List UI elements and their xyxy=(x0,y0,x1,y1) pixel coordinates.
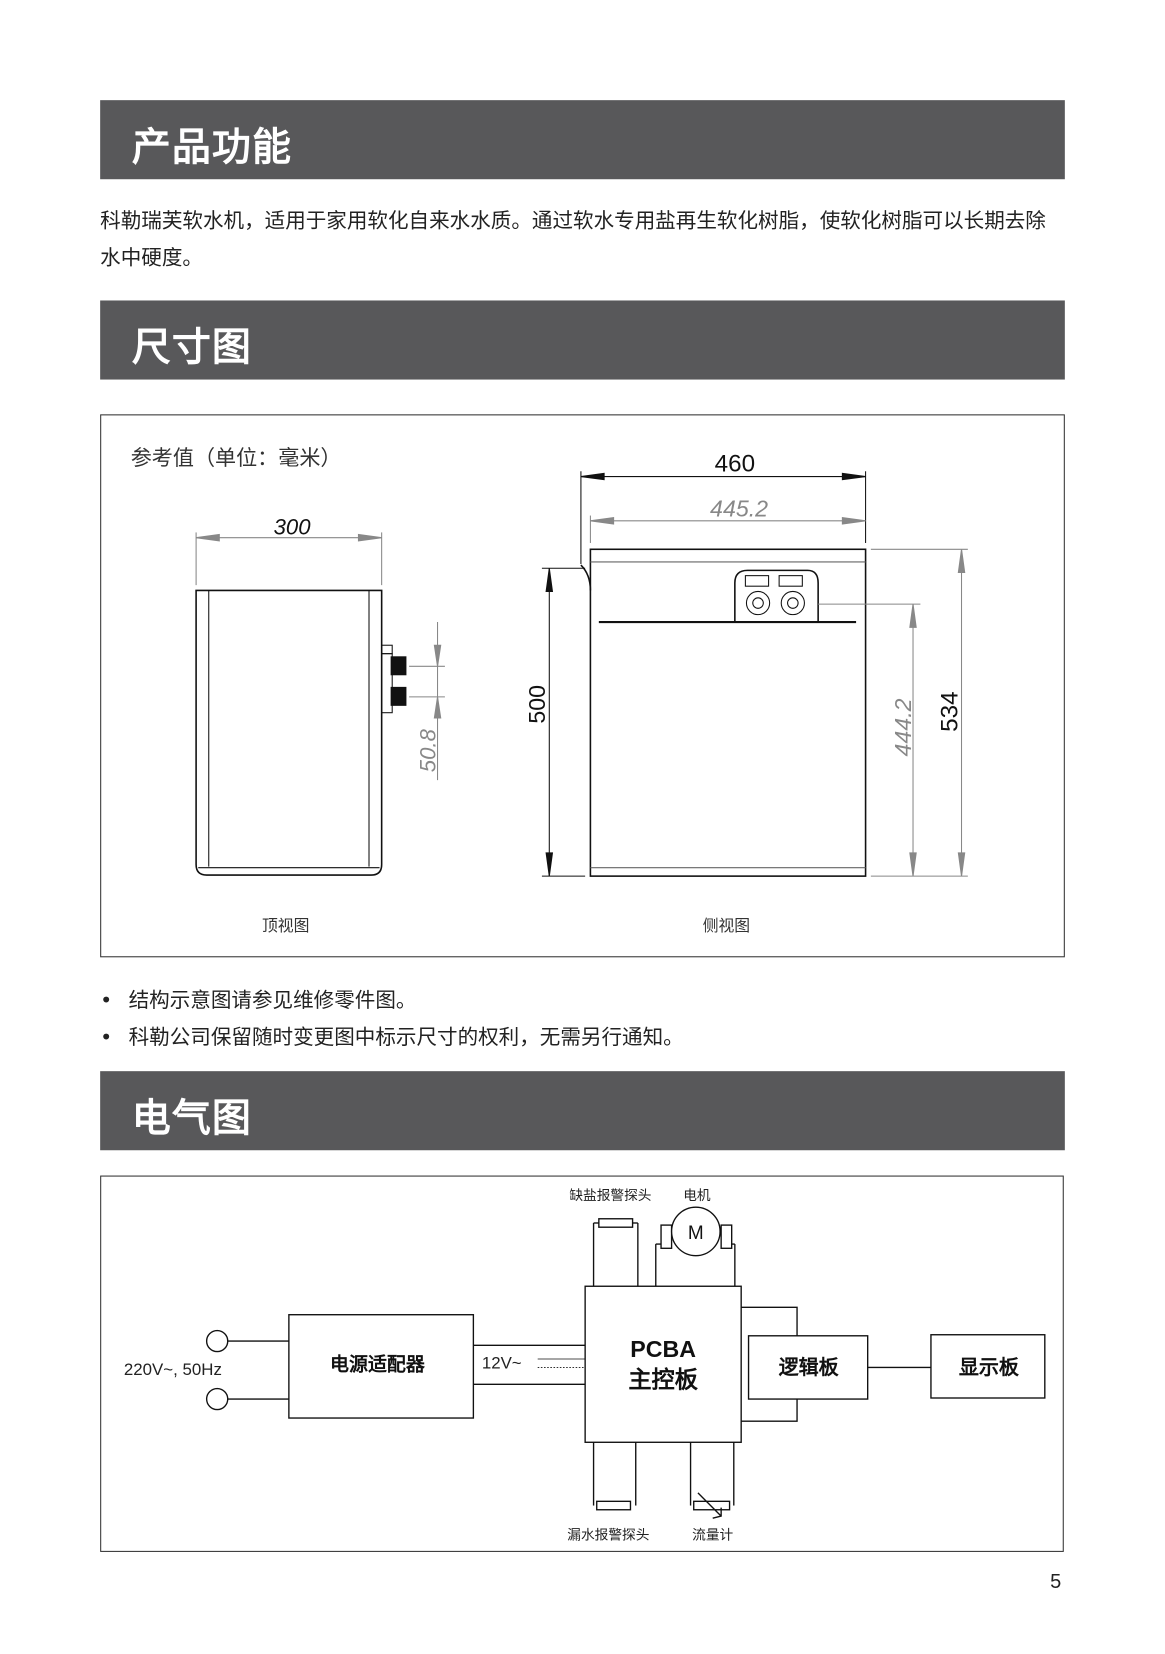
adapter-label: 电源适配器 xyxy=(330,1353,426,1376)
dim-445-2: 445.2 xyxy=(710,496,768,522)
dim-444-2: 444.2 xyxy=(890,698,916,756)
main-board-label: 主控板 xyxy=(628,1366,698,1393)
unit-note: 参考值（单位：毫米） xyxy=(131,445,342,470)
terminal-icon xyxy=(205,1329,229,1353)
section-header-features: 产品功能 xyxy=(100,100,1065,180)
salt-sensor-icon xyxy=(598,1218,634,1228)
flow-meter-label: 流量计 xyxy=(692,1527,733,1543)
section-title: 尺寸图 xyxy=(131,324,252,371)
voltage-label: 12V~ xyxy=(482,1353,522,1372)
display-board-label: 显示板 xyxy=(959,1355,1020,1379)
dim-500: 500 xyxy=(524,685,550,724)
display-board-box xyxy=(930,1334,1046,1399)
top-view xyxy=(195,589,407,876)
side-view-dimensions-black xyxy=(541,471,867,877)
motor-symbol: M xyxy=(688,1223,704,1244)
leak-sensor-label: 漏水报警探头 xyxy=(567,1527,649,1543)
motor-icon xyxy=(670,1206,721,1257)
pcba-label: PCBA xyxy=(630,1336,696,1362)
top-view-caption: 顶视图 xyxy=(262,916,309,935)
logic-board-label: 逻辑板 xyxy=(779,1355,840,1379)
side-view-dimensions-gray xyxy=(589,515,968,877)
note-item: •科勒公司保留随时变更图中标示尺寸的权利，无需另行通知。 xyxy=(100,1024,684,1050)
dim-460: 460 xyxy=(715,450,755,477)
features-paragraph: 科勒瑞芙软水机，适用于家用软化自来水水质。通过软水专用盐再生软化树脂，使软化树脂… xyxy=(100,208,1046,270)
page-number: 5 xyxy=(1050,1570,1062,1594)
dim-300: 300 xyxy=(274,515,312,540)
section-title: 产品功能 xyxy=(131,124,293,170)
leak-sensor-icon xyxy=(596,1500,632,1511)
note-text: 结构示意图请参见维修零件图。 xyxy=(128,987,417,1013)
adapter-box xyxy=(288,1314,475,1419)
motor-label: 电机 xyxy=(683,1188,711,1204)
pcba-box xyxy=(584,1285,742,1443)
top-view-dimensions xyxy=(195,532,445,781)
note-item: •结构示意图请参见维修零件图。 xyxy=(100,987,417,1013)
dimension-drawing-frame xyxy=(100,414,1065,958)
section-header-dimensions: 尺寸图 xyxy=(100,300,1065,380)
note-text: 科勒公司保留随时变更图中标示尺寸的权利，无需另行通知。 xyxy=(128,1024,684,1050)
dim-534: 534 xyxy=(936,691,963,731)
flow-meter-icon xyxy=(693,1500,731,1511)
dim-50-8: 50.8 xyxy=(415,728,440,772)
salt-sensor-label: 缺盐报警探头 xyxy=(569,1188,651,1204)
section-header-electrical: 电气图 xyxy=(100,1071,1065,1151)
input-voltage-label: 220V~, 50Hz xyxy=(124,1360,222,1379)
terminal-icon xyxy=(205,1387,229,1411)
side-view xyxy=(580,548,867,877)
side-view-caption: 侧视图 xyxy=(703,916,750,935)
electrical-diagram-frame xyxy=(100,1175,1064,1552)
section-title: 电气图 xyxy=(131,1095,252,1141)
